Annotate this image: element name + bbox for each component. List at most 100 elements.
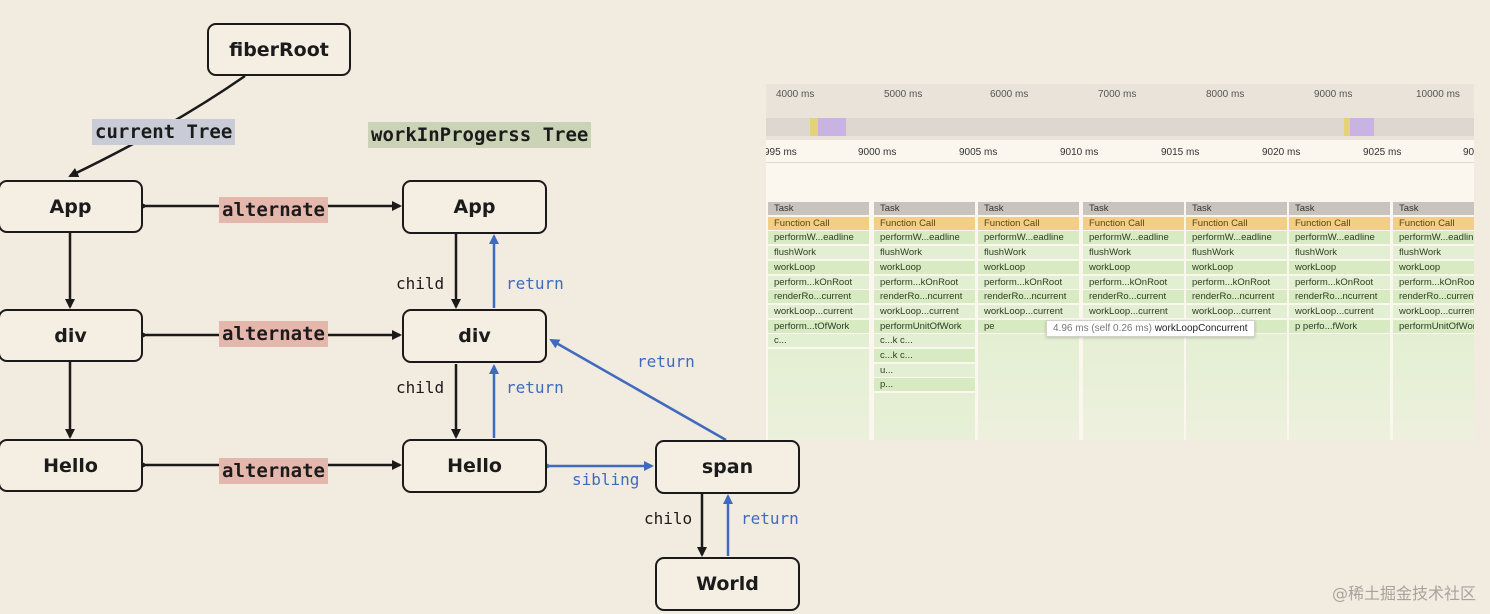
flame-column-fill — [874, 393, 975, 440]
stack-frame-bar[interactable]: flushWork — [874, 246, 975, 260]
node-current-hello: Hello — [0, 439, 143, 492]
stack-frame-bar[interactable]: perform...kOnRoot — [978, 275, 1079, 289]
stack-frame-bar[interactable]: flushWork — [1186, 246, 1287, 260]
return-label-span-div: return — [637, 352, 695, 371]
function-call-bar[interactable]: Function Call — [1393, 216, 1474, 230]
function-call-bar[interactable]: Function Call — [978, 216, 1079, 230]
node-current-app: App — [0, 180, 143, 233]
node-wip-span: span — [655, 440, 800, 494]
stack-frame-bar[interactable]: renderRo...ncurrent — [978, 290, 1079, 304]
stack-frame-bar[interactable]: performW...eadline — [1083, 231, 1184, 245]
stack-frame-bar[interactable]: performW...eadline — [1393, 231, 1474, 245]
node-wip-app: App — [402, 180, 547, 234]
stack-frame-bar[interactable]: renderRo...current — [768, 290, 869, 304]
function-call-bar[interactable]: Function Call — [1289, 216, 1390, 230]
task-bar[interactable]: Task — [1393, 202, 1474, 215]
stack-frame-bar[interactable]: flushWork — [1289, 246, 1390, 260]
stack-frame-bar[interactable]: perform...kOnRoot — [768, 275, 869, 289]
stack-frame-bar[interactable]: renderRo...ncurrent — [1289, 290, 1390, 304]
function-call-bar[interactable]: Function Call — [1186, 216, 1287, 230]
stack-frame-bar[interactable]: u... — [874, 363, 975, 377]
stack-frame-bar[interactable]: performUnitOfWork — [874, 319, 975, 333]
flame-column-fill — [768, 349, 869, 440]
ruler-tick: 9015 ms — [1161, 147, 1200, 158]
stack-frame-bar[interactable]: performW...eadline — [874, 231, 975, 245]
stack-frame-bar[interactable]: c... — [768, 334, 869, 348]
ruler-tick: 995 ms — [766, 147, 797, 158]
stack-frame-bar[interactable]: flushWork — [1393, 246, 1474, 260]
profiler-time-ruler: 995 ms 9000 ms 9005 ms 9010 ms 9015 ms 9… — [766, 144, 1474, 163]
stack-frame-bar[interactable]: workLoop — [1393, 260, 1474, 274]
task-bar[interactable]: Task — [874, 202, 975, 215]
overview-tick: 4000 ms — [776, 89, 815, 100]
task-bar[interactable]: Task — [1083, 202, 1184, 215]
stack-frame-bar[interactable]: performW...eadline — [1289, 231, 1390, 245]
stack-frame-bar[interactable]: workLoop — [1186, 260, 1287, 274]
stack-frame-bar[interactable]: workLoop — [1083, 260, 1184, 274]
node-wip-hello: Hello — [402, 439, 547, 493]
stack-frame-bar[interactable]: flushWork — [768, 246, 869, 260]
stack-frame-bar[interactable]: renderRo...ncurrent — [874, 290, 975, 304]
node-current-div: div — [0, 309, 143, 362]
return-label-world-span: return — [741, 509, 799, 528]
stack-frame-bar[interactable]: performW...eadline — [978, 231, 1079, 245]
stack-frame-bar[interactable]: perform...kOnRoot — [1083, 275, 1184, 289]
alternate-label-div: alternate — [219, 321, 328, 347]
stack-frame-bar[interactable]: workLoop — [1289, 260, 1390, 274]
alternate-label-hello: alternate — [219, 458, 328, 484]
stack-frame-bar[interactable]: performW...eadline — [768, 231, 869, 245]
wip-tree-label: workInProgerss Tree — [368, 122, 592, 148]
stack-frame-bar[interactable]: perform...kOnRoot — [1393, 275, 1474, 289]
stack-frame-bar[interactable]: c...k c... — [874, 349, 975, 362]
stack-frame-bar[interactable]: flushWork — [978, 246, 1079, 260]
stack-frame-bar[interactable]: flushWork — [1083, 246, 1184, 260]
task-bar[interactable]: Task — [768, 202, 869, 215]
stack-frame-bar[interactable]: workLoop...current — [1289, 304, 1390, 318]
overview-tick: 9000 ms — [1314, 89, 1353, 100]
flame-column-fill — [978, 334, 1079, 440]
stack-frame-bar[interactable]: performUnitOfWork — [1393, 319, 1474, 333]
stack-frame-bar[interactable]: workLoop — [874, 260, 975, 274]
function-call-bar[interactable]: Function Call — [1083, 216, 1184, 230]
overview-activity-strip — [766, 118, 1474, 136]
node-wip-div: div — [402, 309, 547, 363]
stack-frame-bar[interactable]: workLoop...current — [874, 304, 975, 318]
stack-frame-bar[interactable]: workLoop...current — [1083, 304, 1184, 318]
overview-tick: 7000 ms — [1098, 89, 1137, 100]
stack-frame-bar[interactable]: workLoop...current — [978, 304, 1079, 318]
ruler-tick: 9025 ms — [1363, 147, 1402, 158]
stack-frame-bar[interactable]: performW...eadline — [1186, 231, 1287, 245]
stack-frame-bar[interactable]: renderRo...current — [1083, 290, 1184, 304]
stack-frame-bar[interactable]: renderRo...current — [1393, 290, 1474, 304]
stack-frame-bar[interactable]: workLoop...current — [1186, 304, 1287, 318]
stack-frame-bar[interactable]: renderRo...ncurrent — [1186, 290, 1287, 304]
stack-frame-bar[interactable]: p perfo...fWork — [1289, 319, 1390, 333]
stack-frame-bar[interactable]: workLoop...current — [768, 304, 869, 318]
flame-column-fill — [1289, 334, 1390, 440]
stack-frame-bar[interactable]: c...k c... — [874, 334, 975, 348]
edge-wip-return-span-div — [549, 338, 727, 442]
flame-tooltip: 4.96 ms (self 0.26 ms) workLoopConcurren… — [1046, 320, 1255, 337]
stack-frame-bar[interactable]: p... — [874, 378, 975, 392]
task-bar[interactable]: Task — [1186, 202, 1287, 215]
stack-frame-bar[interactable]: perform...kOnRoot — [1289, 275, 1390, 289]
stack-frame-bar[interactable]: perform...tOfWork — [768, 319, 869, 333]
sibling-label: sibling — [572, 470, 640, 489]
stack-frame-bar[interactable]: perform...kOnRoot — [1186, 275, 1287, 289]
task-bar[interactable]: Task — [1289, 202, 1390, 215]
stack-frame-bar[interactable]: workLoop — [978, 260, 1079, 274]
flame-column-fill — [1083, 319, 1184, 440]
ruler-tick: 9020 ms — [1262, 147, 1301, 158]
stack-frame-bar[interactable]: workLoop...current — [1393, 304, 1474, 318]
task-bar[interactable]: Task — [978, 202, 1079, 215]
stack-frame-bar[interactable]: perform...kOnRoot — [874, 275, 975, 289]
function-call-bar[interactable]: Function Call — [768, 216, 869, 230]
ruler-tick: 9005 ms — [959, 147, 998, 158]
stack-frame-bar[interactable]: workLoop — [768, 260, 869, 274]
function-call-bar[interactable]: Function Call — [874, 216, 975, 230]
ruler-tick: 9000 ms — [858, 147, 897, 158]
overview-tick: 6000 ms — [990, 89, 1029, 100]
